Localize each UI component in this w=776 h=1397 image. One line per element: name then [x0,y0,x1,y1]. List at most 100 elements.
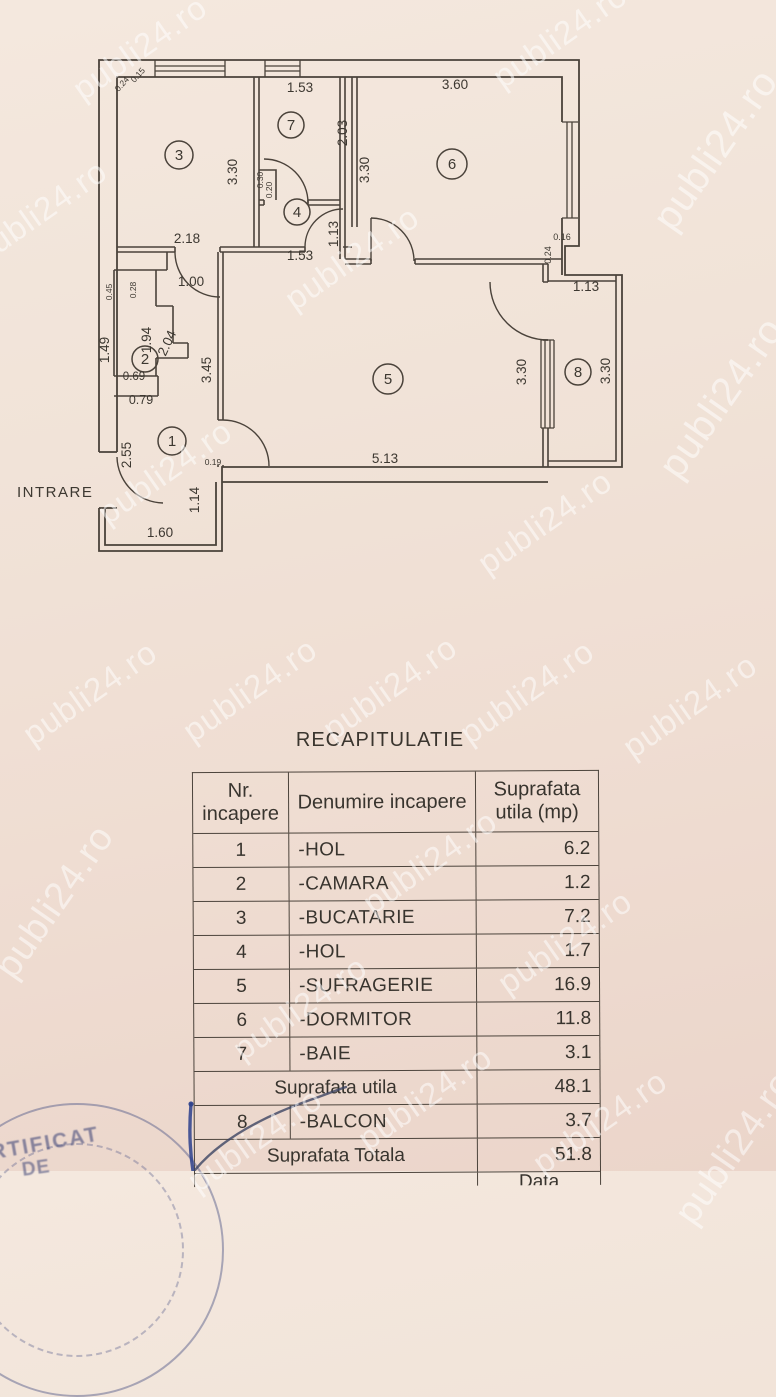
stamp-inner-ring [0,1143,184,1357]
room-area: 1.7 [475,933,599,968]
dim-label: 0.45 [104,283,114,300]
room-circle-6 [436,148,468,180]
date-label: Data [477,1171,601,1186]
dim-label: 3.60 [442,77,468,92]
room-area: 3.1 [476,1035,600,1070]
room-number: 3 [175,147,183,164]
recap-title: RECAPITULATIE [295,729,465,751]
floor-plan: 1 2 3 4 5 6 7 8 1.53 3.60 2.03 3.30 3.30… [17,59,623,552]
dim-label: 0.30 [255,171,265,188]
watermark: publi24.ro [15,632,164,753]
dim-label: 1.14 [187,486,202,513]
dim-label: 0.16 [553,232,571,242]
room-area: 1.2 [475,865,599,900]
subtotal-value: 48.1 [476,1069,600,1104]
dim-label: 3.45 [199,357,214,383]
dim-label: 1.53 [287,80,313,95]
dim-label: 2.03 [335,120,350,146]
room-area: 7.2 [475,899,599,934]
room-name: -BALCON [289,1104,477,1139]
room-nr: 6 [236,1009,248,1031]
room-name: -BUCATARIE [288,900,476,935]
room-area: 16.9 [475,967,600,1002]
room-name: -DORMITOR [289,1002,477,1037]
room-number: 4 [293,204,301,221]
dim-label: 3.30 [598,358,613,384]
watermark: publi24.ro [0,817,123,987]
room-number: 1 [168,433,176,450]
room-circle-7 [277,111,305,139]
dim-label: 1.13 [326,221,341,247]
room-area: 3.7 [476,1103,600,1138]
recap-table: Nr. incapere Denumire incapere Suprafata… [191,769,602,1188]
table-row: 3 -BUCATARIE 7.2 [193,899,599,937]
room-number: 8 [574,364,582,381]
balcony-walls [548,275,617,462]
header-nr: Nr. incapere [202,779,280,826]
room-area: 11.8 [476,1001,600,1036]
subtotal-label: Suprafata utila [274,1076,397,1099]
dim-label: 1.13 [573,279,599,294]
room-nr: 7 [236,1043,248,1065]
room-nr: 1 [235,839,247,861]
total-label: Suprafata Totala [266,1144,405,1167]
watermark: publi24.ro [666,1063,776,1233]
room-nr: 3 [235,907,247,929]
total-row: Suprafata Totala 51.8 [194,1137,601,1175]
room-number: 2 [141,351,149,368]
room-number: 6 [448,156,456,173]
table-row: 5 -SUFRAGERIE 16.9 [193,967,600,1005]
dim-label: 0.79 [129,393,153,407]
door-arcs [116,158,549,504]
dim-label: 0.20 [264,181,274,198]
dim-label: 0.24 [543,246,553,264]
room-name: -HOL [288,832,476,867]
dim-label: 5.13 [372,451,398,466]
dim-label: 3.30 [225,159,240,185]
room-numbers: 1 2 3 4 5 6 7 8 [131,111,592,456]
room-name: -BAIE [289,1036,477,1071]
dim-label: 2.18 [174,231,200,246]
room-circle-8 [564,358,592,386]
stamp-text-line1: RTIFICAT [0,1122,102,1165]
table-row: 7 -BAIE 3.1 [194,1035,600,1073]
table-row: 1 -HOL 6.2 [193,831,599,869]
subtotal-row: Suprafata utila 48.1 [194,1069,600,1107]
room-nr: 2 [235,873,247,895]
stamp-text-line2: DE [20,1156,52,1181]
room-circle-5 [372,363,404,395]
date-row: Data [195,1171,601,1187]
room-name: -SUFRAGERIE [288,968,477,1003]
dim-label: 1.53 [287,248,313,263]
entrance-label: INTRARE [17,484,93,501]
dim-label: 1.00 [178,274,204,289]
windows [154,60,578,429]
dim-label: 1.49 [97,337,112,363]
dim-label: 0.69 [123,371,145,383]
dim-label: 0.28 [128,281,138,298]
dim-label: 3.30 [357,157,372,183]
dim-label: 0.15 [129,65,148,84]
exterior-walls [98,59,623,552]
dim-label: 1.60 [147,525,173,540]
room-nr: 8 [236,1111,248,1133]
room-area: 6.2 [475,831,599,866]
room-number: 5 [384,371,392,388]
header-denumire: Denumire incapere [287,771,476,833]
dim-label: 2.55 [119,442,134,468]
room-name: -HOL [288,934,476,969]
room-circle-4 [283,198,311,226]
dimension-labels: 1.53 3.60 2.03 3.30 3.30 2.18 1.13 1.53 … [97,65,613,540]
dim-label: 0.19 [205,457,222,467]
room-circle-2 [131,345,159,373]
table-row: 2 -CAMARA 1.2 [193,865,599,903]
interior-walls [113,77,562,467]
room-nr: 5 [236,975,247,997]
room-circle-1 [157,426,187,456]
header-suprafata: Suprafata utila (mp) [474,770,599,832]
table-row-balcony: 8 -BALCON 3.7 [194,1103,600,1141]
dim-label: 1.94 [139,326,154,353]
stamp-outer-ring [0,1103,224,1397]
dim-label: 3.30 [514,359,529,385]
